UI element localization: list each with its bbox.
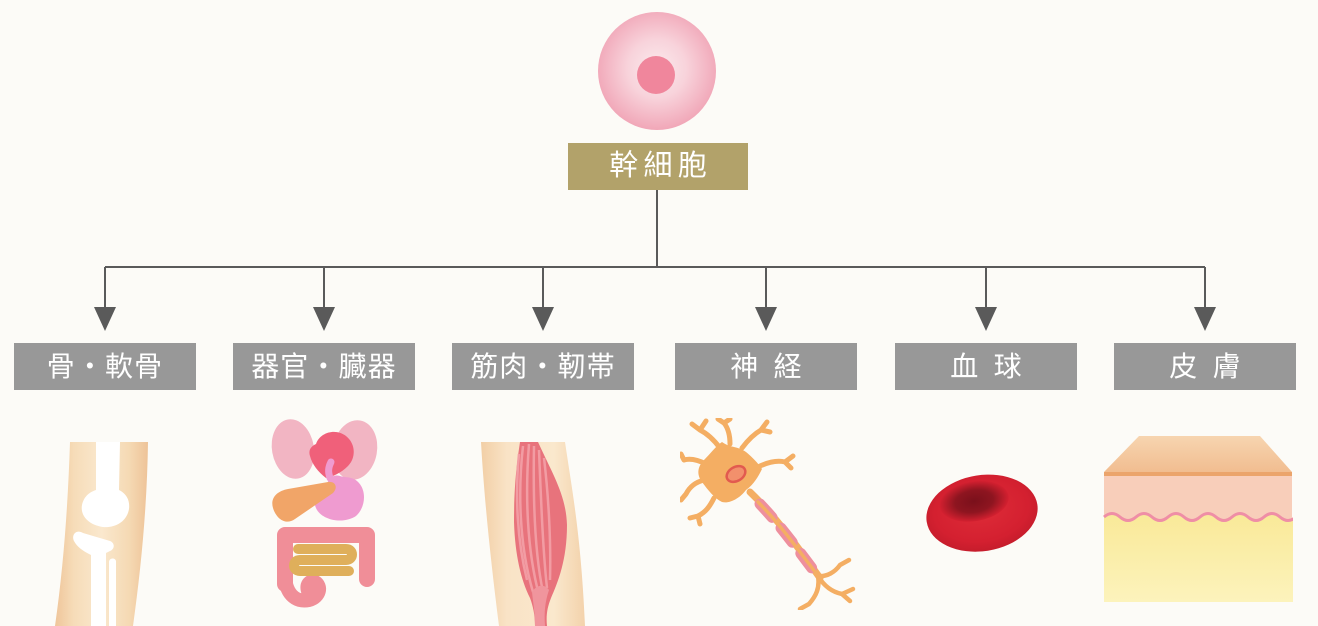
esophagus-shape xyxy=(325,458,335,482)
fibula-bone-shape xyxy=(109,558,116,626)
root-label: 幹細胞 xyxy=(568,143,748,190)
dimple-shape xyxy=(939,480,1009,522)
nucleus-shape xyxy=(725,464,747,484)
fat-layer xyxy=(1104,513,1293,602)
lung-left-shape xyxy=(271,419,315,479)
epidermis-layer xyxy=(1104,476,1292,519)
femur-bone-shape xyxy=(81,442,130,528)
limb-skin-shape xyxy=(55,442,148,626)
bone-joint-illustration xyxy=(55,442,148,626)
branch-label-nerve: 神経 xyxy=(675,343,857,390)
skin-cross-section-illustration xyxy=(1103,436,1293,602)
arrow-down-icon xyxy=(1194,307,1216,331)
surface-edge-line xyxy=(1104,472,1292,476)
branch-label-organs: 器官・臓器 xyxy=(233,343,415,390)
heart-shape xyxy=(309,431,354,478)
arrow-down-icon xyxy=(94,307,116,331)
branch-label-muscle-ligament: 筋肉・靭帯 xyxy=(452,343,634,390)
tendon-shape xyxy=(532,585,549,626)
muscle-striations xyxy=(515,443,552,596)
internal-organs-illustration xyxy=(271,419,378,608)
branch-label-bone-cartilage: 骨・軟骨 xyxy=(14,343,196,390)
branch-label-blood-cells: 血球 xyxy=(895,343,1077,390)
axon-terminals-shape xyxy=(797,557,856,610)
tibia-bone-shape xyxy=(73,531,114,626)
arrow-down-icon xyxy=(313,307,335,331)
liver-shape xyxy=(272,481,336,522)
arrow-down-icon xyxy=(755,307,777,331)
muscle-illustration xyxy=(481,442,585,626)
arrow-down-icon xyxy=(532,307,554,331)
dermis-wave-line xyxy=(1103,512,1293,522)
skin-surface-face xyxy=(1104,436,1292,472)
large-intestine-shape xyxy=(277,527,375,608)
cell-nucleus-shape xyxy=(637,56,675,94)
small-intestine-shape xyxy=(289,544,357,576)
red-blood-cell-illustration xyxy=(926,474,1038,552)
axon-core-shape xyxy=(756,500,821,579)
branch-label-skin: 皮膚 xyxy=(1114,343,1296,390)
stem-cell-icon xyxy=(598,12,716,130)
arrow-down-icon xyxy=(975,307,997,331)
neuron-illustration xyxy=(680,418,856,610)
